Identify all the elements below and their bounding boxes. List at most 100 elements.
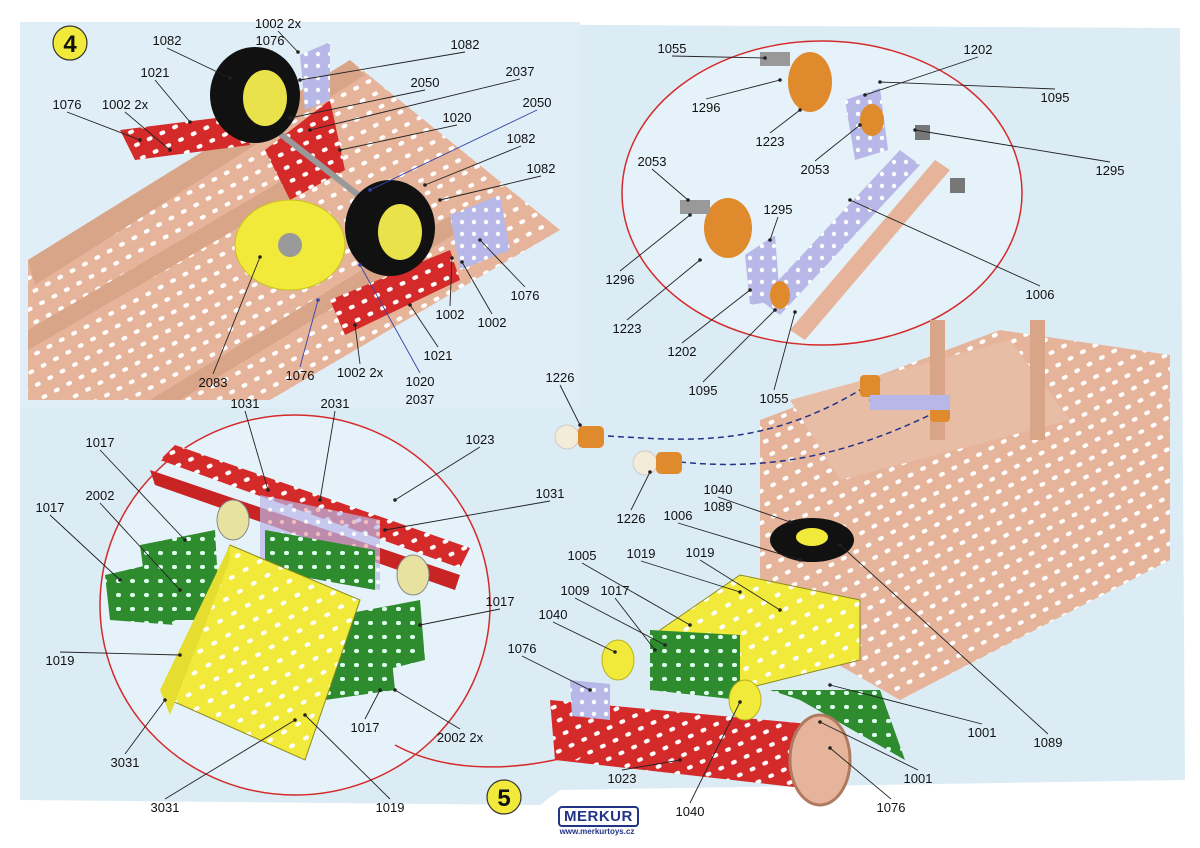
leader-arrowhead xyxy=(423,183,427,187)
leader-arrowhead xyxy=(228,76,232,80)
leader-line xyxy=(299,51,466,81)
part-number-label: 1223 xyxy=(613,321,642,336)
part-number-label: 1076 xyxy=(53,97,82,112)
leader-arrowhead xyxy=(178,653,182,657)
leader-arrowhead xyxy=(338,148,342,152)
part-number-label: 1031 xyxy=(231,396,260,411)
leader-line xyxy=(689,701,741,804)
part-number-label: 1019 xyxy=(627,546,656,561)
part-number-label: 1082 xyxy=(153,33,182,48)
leader-arrowhead xyxy=(686,198,690,202)
leader-line xyxy=(299,299,319,368)
leader-line xyxy=(394,689,461,730)
leader-arrowhead xyxy=(393,688,397,692)
part-number-label: 1055 xyxy=(760,391,789,406)
part-number-label: 1040 xyxy=(676,804,705,819)
leader-line xyxy=(552,621,616,653)
leader-arrowhead xyxy=(383,528,387,532)
leader-arrowhead xyxy=(748,288,752,292)
part-number-label: 2037 xyxy=(506,64,535,79)
leader-arrowhead xyxy=(663,643,667,647)
leader-arrowhead xyxy=(778,608,782,612)
part-number-label: 1017 xyxy=(36,500,65,515)
leader-arrowhead xyxy=(828,683,832,687)
leader-arrowhead xyxy=(773,308,777,312)
leader-arrowhead xyxy=(358,263,362,267)
part-number-label: 1226 xyxy=(617,511,646,526)
leader-line xyxy=(814,124,861,162)
part-number-label: 1006 xyxy=(664,508,693,523)
leader-arrowhead xyxy=(913,128,917,132)
leader-line xyxy=(154,79,191,123)
part-number-label: 1017 xyxy=(351,720,380,735)
leader-arrowhead xyxy=(588,688,592,692)
part-number-label: 2050 xyxy=(523,95,552,110)
part-number-label: 1006 xyxy=(1026,287,1055,302)
logo-url[interactable]: www.merkurtoys.cz xyxy=(559,827,635,836)
leader-arrowhead xyxy=(848,198,852,202)
leader-line xyxy=(879,81,1056,90)
part-number-label: 1202 xyxy=(964,42,993,57)
part-number-label: 1017 xyxy=(86,435,115,450)
part-number-label: 1040 xyxy=(539,607,568,622)
leader-arrowhead xyxy=(293,718,297,722)
leader-arrowhead xyxy=(418,623,422,627)
leader-line xyxy=(99,502,181,591)
leader-line xyxy=(394,446,481,501)
leader-arrowhead xyxy=(878,80,882,84)
part-number-label: 2053 xyxy=(801,162,830,177)
leader-arrowhead xyxy=(298,78,302,82)
leader-arrowhead xyxy=(288,116,292,120)
leader-line xyxy=(581,562,691,626)
leader-line xyxy=(277,30,299,53)
leader-line xyxy=(49,514,121,581)
leader-line xyxy=(354,324,361,365)
leader-arrowhead xyxy=(858,123,862,127)
leader-line xyxy=(521,655,591,691)
leader-line xyxy=(359,264,421,374)
part-number-label: 1076 xyxy=(877,800,906,815)
leader-arrowhead xyxy=(863,93,867,97)
part-number-label: 1296 xyxy=(606,272,635,287)
leader-line xyxy=(864,56,979,96)
part-number-label: 1001 xyxy=(968,725,997,740)
part-number-label: 1002 2x xyxy=(337,365,384,380)
part-number-label: 1023 xyxy=(608,771,637,786)
part-number-label: 1076 xyxy=(508,641,537,656)
leader-line xyxy=(705,79,781,100)
part-number-label: 3031 xyxy=(151,800,180,815)
part-number-label: 1002 xyxy=(436,307,465,322)
part-number-label: 2053 xyxy=(638,154,667,169)
part-number-label: 1009 xyxy=(561,583,590,598)
leader-line xyxy=(289,89,426,119)
leader-line xyxy=(124,111,171,151)
leader-line xyxy=(614,597,656,651)
leader-arrowhead xyxy=(763,56,767,60)
part-number-label: 3031 xyxy=(111,755,140,770)
leader-arrowhead xyxy=(768,238,772,242)
part-number-label: 1002 2x xyxy=(102,97,149,112)
leader-line xyxy=(651,168,689,201)
leader-line xyxy=(839,544,1049,735)
leader-line xyxy=(769,216,779,241)
leader-arrowhead xyxy=(258,255,262,259)
part-number-label: 2037 xyxy=(406,392,435,407)
leader-line xyxy=(66,111,141,141)
part-number-label: 1021 xyxy=(141,65,170,80)
merkur-logo: MERKUR www.merkurtoys.cz xyxy=(558,806,639,837)
leader-arrowhead xyxy=(648,470,652,474)
leader-arrowhead xyxy=(798,108,802,112)
leader-arrowhead xyxy=(678,758,682,762)
leader-arrowhead xyxy=(266,488,270,492)
leader-line xyxy=(339,124,458,151)
leader-arrowhead xyxy=(183,538,187,542)
leader-line xyxy=(304,714,391,800)
part-number-label: 1055 xyxy=(658,41,687,56)
leader-line xyxy=(681,289,751,344)
leader-line xyxy=(630,471,651,511)
leader-line xyxy=(59,651,181,656)
leader-arrowhead xyxy=(303,713,307,717)
part-number-label: 1076 xyxy=(286,368,315,383)
